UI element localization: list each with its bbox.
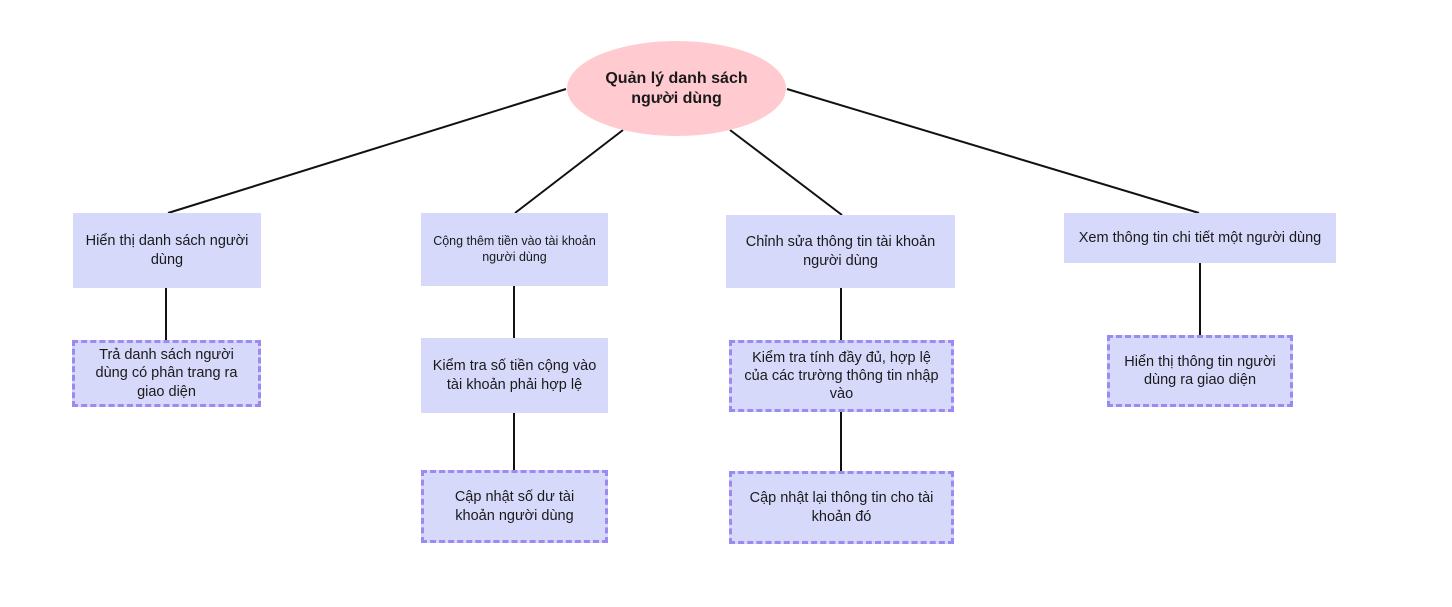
branch-node-edit-account[interactable]: Chỉnh sửa thông tin tài khoản người dùng <box>726 215 955 288</box>
branch-node-label: Chỉnh sửa thông tin tài khoản người dùng <box>745 234 936 269</box>
task-node-label: Trả danh sách người dùng có phân trang r… <box>95 347 238 400</box>
task-node-label: Cập nhật số dư tài khoản người dùng <box>454 489 575 524</box>
task-node-update-account-info[interactable]: Cập nhật lại thông tin cho tài khoản đó <box>729 471 954 544</box>
task-node-label: Cập nhật lại thông tin cho tài khoản đó <box>749 490 934 525</box>
task-node-update-balance[interactable]: Cập nhật số dư tài khoản người dùng <box>421 470 608 543</box>
task-node-display-user-info[interactable]: Hiển thị thông tin người dùng ra giao di… <box>1107 335 1293 407</box>
branch-node-view-user-detail[interactable]: Xem thông tin chi tiết một người dùng <box>1064 213 1336 263</box>
task-node-validate-amount[interactable]: Kiểm tra số tiền cộng vào tài khoản phải… <box>421 338 608 413</box>
branch-node-add-money[interactable]: Cộng thêm tiền vào tài khoản người dùng <box>421 213 608 286</box>
root-node-label: Quản lý danh sách người dùng <box>605 69 748 107</box>
edge-root-branch-4 <box>786 88 1200 214</box>
task-node-label: Kiểm tra tính đầy đủ, hợp lệ của các trư… <box>744 349 939 403</box>
task-node-label: Hiển thị thông tin người dùng ra giao di… <box>1124 353 1276 388</box>
task-node-label: Kiểm tra số tiền cộng vào tài khoản phải… <box>432 358 597 393</box>
edge-root-branch-3 <box>729 129 843 216</box>
edge-root-branch-1 <box>167 88 567 214</box>
task-node-return-paginated-list[interactable]: Trả danh sách người dùng có phân trang r… <box>72 340 261 407</box>
branch-node-label: Cộng thêm tiền vào tài khoản người dùng <box>433 233 596 264</box>
edge-root-branch-2 <box>514 129 624 214</box>
task-node-validate-fields[interactable]: Kiểm tra tính đầy đủ, hợp lệ của các trư… <box>729 340 954 412</box>
branch-node-label: Xem thông tin chi tiết một người dùng <box>1078 229 1322 246</box>
branch-node-label: Hiển thị danh sách người dùng <box>85 233 249 268</box>
branch-node-display-user-list[interactable]: Hiển thị danh sách người dùng <box>73 213 261 288</box>
root-node[interactable]: Quản lý danh sách người dùng <box>567 41 786 136</box>
